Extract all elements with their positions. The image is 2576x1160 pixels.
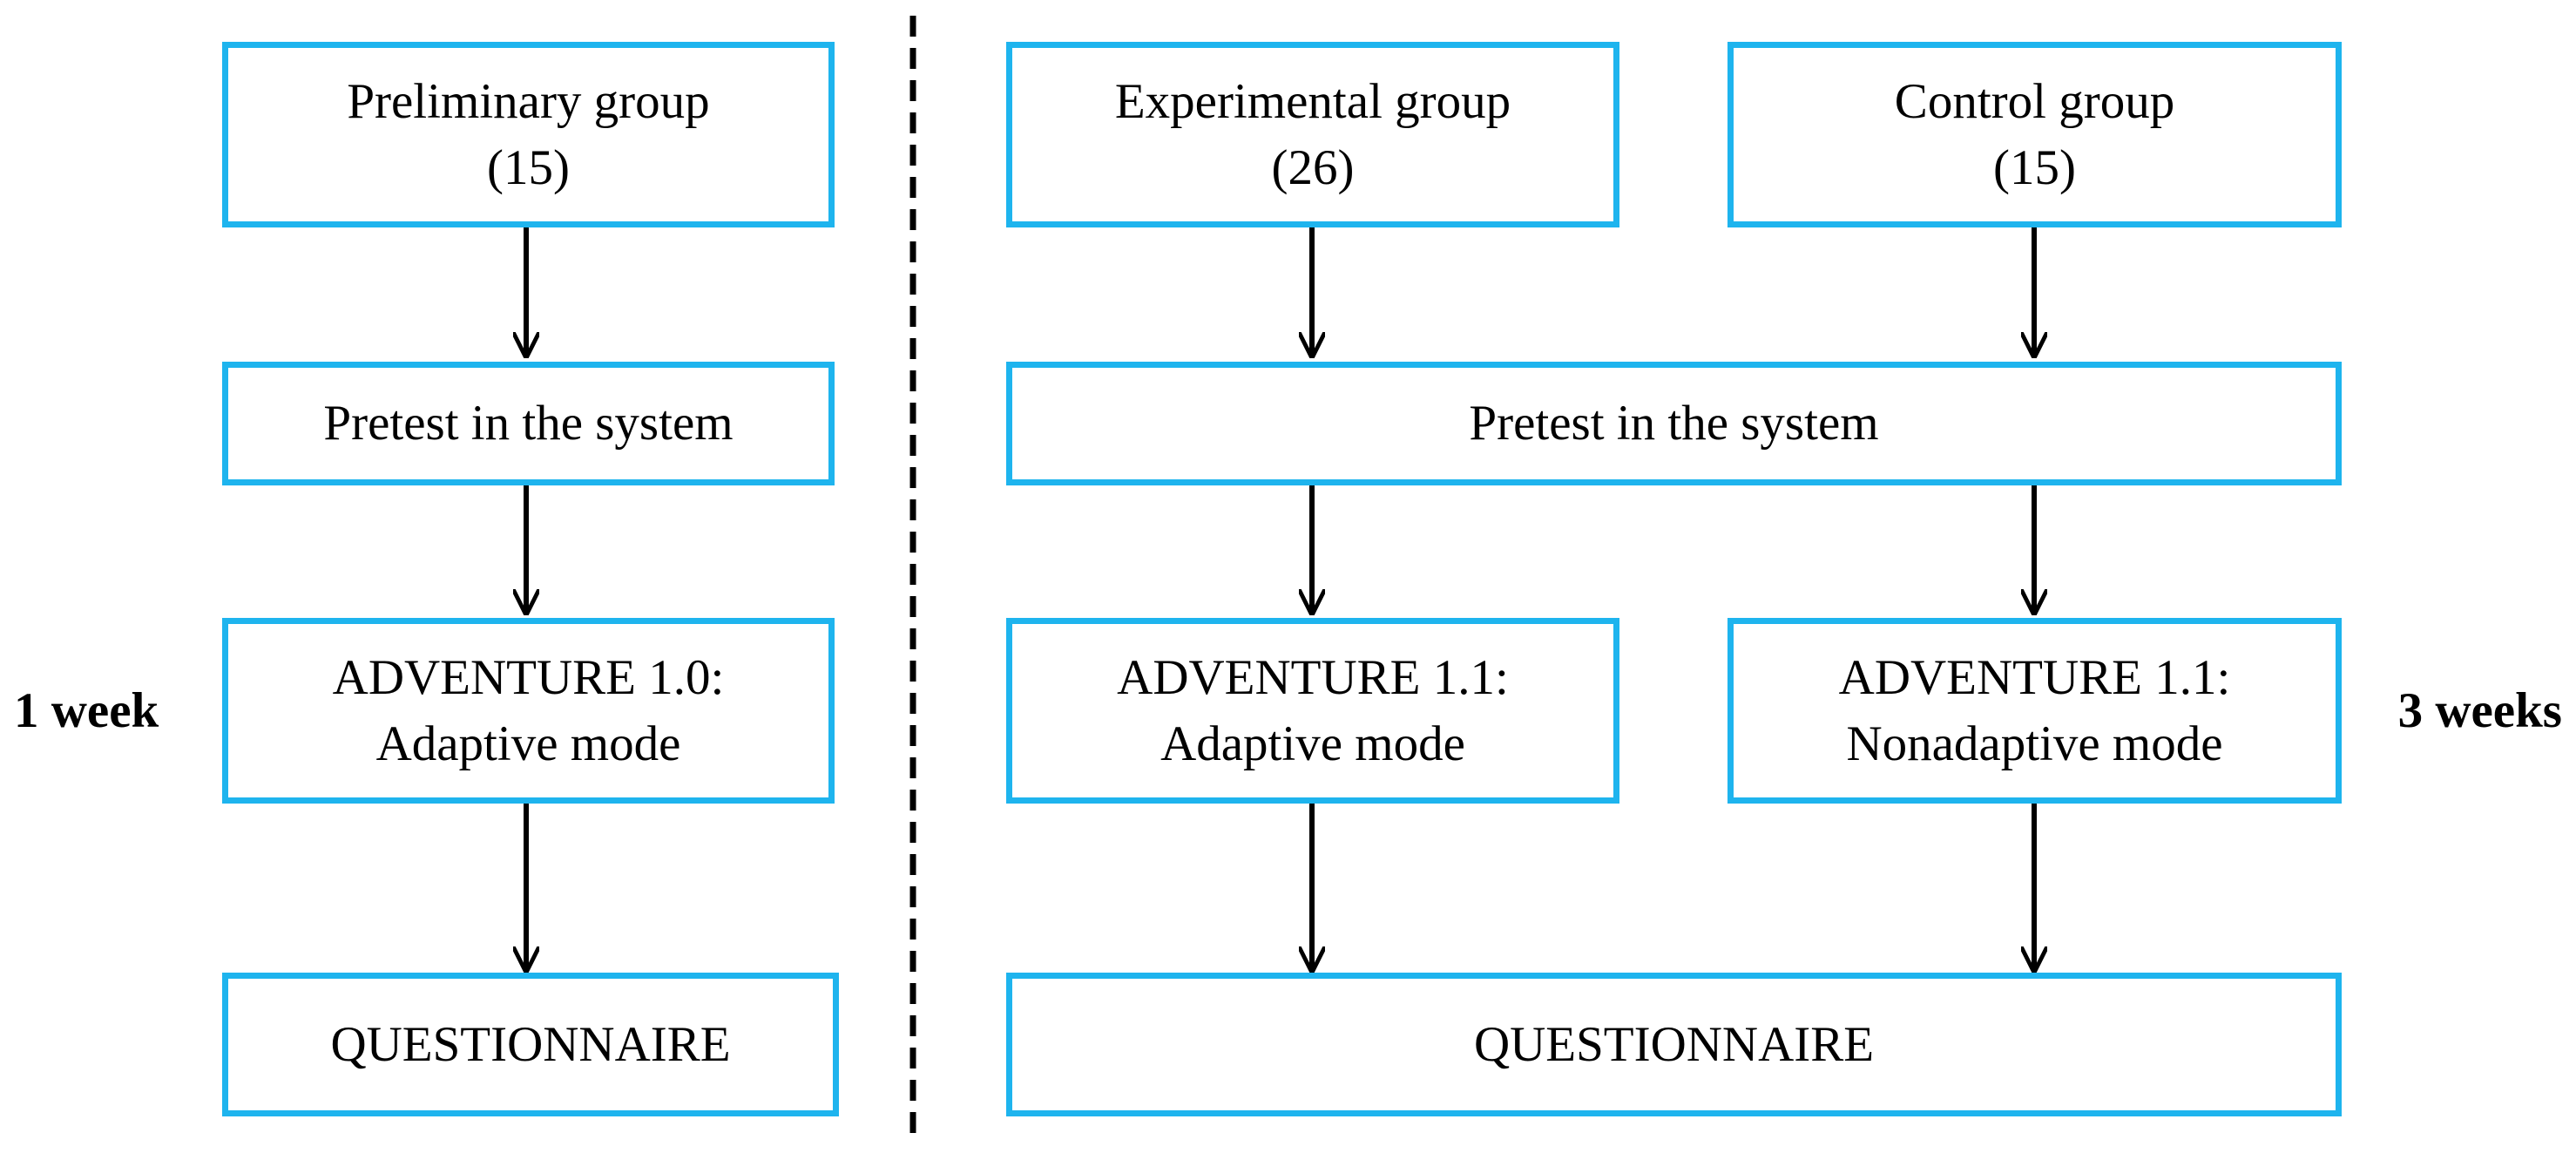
adventure-11-adaptive-title: ADVENTURE 1.1: xyxy=(1117,649,1509,705)
left-questionnaire-label: QUESTIONNAIRE xyxy=(330,1016,731,1072)
adventure-11-nonadaptive-title: ADVENTURE 1.1: xyxy=(1838,649,2231,705)
right-duration-label: 3 weeks xyxy=(2397,683,2562,738)
adventure-11-nonadaptive-box: ADVENTURE 1.1: Nonadaptive mode xyxy=(1727,618,2342,804)
control-group-box: Control group (15) xyxy=(1727,42,2342,227)
adventure-10-title: ADVENTURE 1.0: xyxy=(332,649,725,705)
right-questionnaire-box: QUESTIONNAIRE xyxy=(1006,973,2342,1116)
left-pretest-box: Pretest in the system xyxy=(222,362,835,485)
experimental-group-count: (26) xyxy=(1271,139,1355,195)
right-pretest-label: Pretest in the system xyxy=(1469,396,1879,451)
control-group-count: (15) xyxy=(1993,139,2076,195)
preliminary-group-name: Preliminary group xyxy=(347,73,710,129)
adventure-11-nonadaptive-mode: Nonadaptive mode xyxy=(1846,716,2223,771)
right-questionnaire-label: QUESTIONNAIRE xyxy=(1473,1016,1875,1072)
control-group-name: Control group xyxy=(1894,73,2175,129)
adventure-11-adaptive-mode: Adaptive mode xyxy=(1160,716,1465,771)
left-questionnaire-box: QUESTIONNAIRE xyxy=(222,973,839,1116)
preliminary-group-box: Preliminary group (15) xyxy=(222,42,835,227)
adventure-10-adaptive-box: ADVENTURE 1.0: Adaptive mode xyxy=(222,618,835,804)
left-duration-label: 1 week xyxy=(14,683,159,738)
experimental-group-box: Experimental group (26) xyxy=(1006,42,1619,227)
experimental-group-name: Experimental group xyxy=(1114,73,1511,129)
right-pretest-box: Pretest in the system xyxy=(1006,362,2342,485)
left-pretest-label: Pretest in the system xyxy=(323,396,734,451)
preliminary-group-count: (15) xyxy=(487,139,570,195)
adventure-11-adaptive-box: ADVENTURE 1.1: Adaptive mode xyxy=(1006,618,1619,804)
adventure-10-mode: Adaptive mode xyxy=(375,716,681,771)
